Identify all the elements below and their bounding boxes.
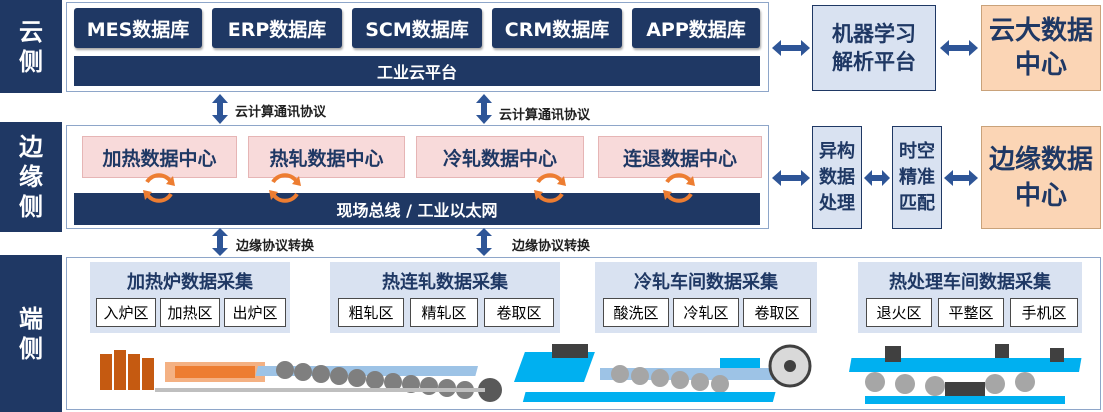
zone-furnace-exit: 出炉区	[224, 298, 286, 327]
zone-furnace-heating: 加热区	[160, 298, 220, 327]
zone-cold-rolling: 冷轧区	[673, 298, 739, 327]
zone-furnace-entry: 入炉区	[96, 298, 156, 327]
h-arrow-cloud-2	[940, 40, 978, 56]
sync-cycle-icon-1	[143, 173, 175, 203]
zone-leveling: 平整区	[938, 298, 1004, 327]
cloud-edge-arrow-left	[212, 94, 228, 124]
cloud-protocol-label-left: 云计算通讯协议	[235, 105, 327, 120]
tier-label-cloud: 云侧	[0, 0, 62, 93]
edge-end-arrow-left	[212, 228, 228, 256]
edge-center-hot-rolling: 热轧数据中心	[248, 136, 405, 178]
collection-group-title: 加热炉数据采集	[127, 272, 253, 293]
tier-label-end: 端侧	[0, 255, 62, 412]
sync-cycle-icon-3	[534, 173, 566, 203]
zone-pickling: 酸洗区	[603, 298, 669, 327]
edge-data-center: 边缘数据中心	[981, 126, 1101, 229]
spatiotemporal-matching: 时空精准匹配	[892, 126, 942, 229]
cloud-big-data-center: 云大数据中心	[981, 5, 1101, 91]
edge-protocol-label-right: 边缘协议转换	[512, 239, 591, 254]
ml-analysis-platform: 机器学习解析平台	[812, 5, 936, 91]
edge-end-arrow-right	[476, 228, 492, 256]
sync-cycle-icon-2	[269, 173, 301, 203]
h-arrow-edge-2	[864, 170, 890, 186]
edge-protocol-label-left: 边缘协议转换	[236, 239, 315, 254]
h-arrow-cloud-1	[772, 40, 810, 56]
hot-rolling-line-illustration	[100, 350, 502, 402]
collection-group-heat-treatment: 热处理车间数据采集 退火区 平整区 手机区	[858, 262, 1082, 333]
zone-coiling-hot: 卷取区	[484, 298, 554, 327]
edge-center-cold-rolling: 冷轧数据中心	[416, 136, 584, 178]
zone-finish-rolling: 精轧区	[410, 298, 478, 327]
database-mes: MES数据库	[74, 8, 202, 48]
tier-label-edge: 边缘侧	[0, 122, 62, 232]
collection-group-title: 热处理车间数据采集	[889, 272, 1051, 293]
heat-treatment-line-illustration	[849, 344, 1082, 404]
sync-cycle-icon-4	[663, 173, 695, 203]
collection-group-title: 热连轧数据采集	[382, 272, 508, 293]
zone-handling: 手机区	[1010, 298, 1078, 327]
database-app: APP数据库	[632, 8, 760, 48]
cloud-protocol-label-right: 云计算通讯协议	[499, 108, 591, 123]
h-arrow-edge-1	[772, 170, 810, 186]
database-erp: ERP数据库	[212, 8, 342, 48]
cloud-edge-arrow-right	[476, 94, 492, 124]
heterogeneous-data-processing: 异构数据处理	[812, 126, 862, 229]
edge-center-heating: 加热数据中心	[82, 136, 237, 178]
h-arrow-edge-3	[944, 170, 978, 186]
collection-group-cold-rolling: 冷轧车间数据采集 酸洗区 冷轧区 卷取区	[595, 262, 817, 333]
collection-group-hot-rolling: 热连轧数据采集 粗轧区 精轧区 卷取区	[330, 262, 560, 333]
cold-rolling-line-illustration	[513, 344, 812, 402]
zone-annealing: 退火区	[866, 298, 932, 327]
edge-center-annealing: 连退数据中心	[598, 136, 762, 178]
zone-coiling-cold: 卷取区	[743, 298, 811, 327]
collection-group-furnace: 加热炉数据采集 入炉区 加热区 出炉区	[90, 262, 290, 333]
fieldbus-industrial-ethernet: 现场总线 / 工业以太网	[74, 193, 760, 225]
database-crm: CRM数据库	[492, 8, 622, 48]
collection-group-title: 冷轧车间数据采集	[634, 272, 778, 293]
industrial-cloud-platform: 工业云平台	[74, 56, 760, 86]
database-scm: SCM数据库	[352, 8, 482, 48]
zone-rough-rolling: 粗轧区	[338, 298, 404, 327]
